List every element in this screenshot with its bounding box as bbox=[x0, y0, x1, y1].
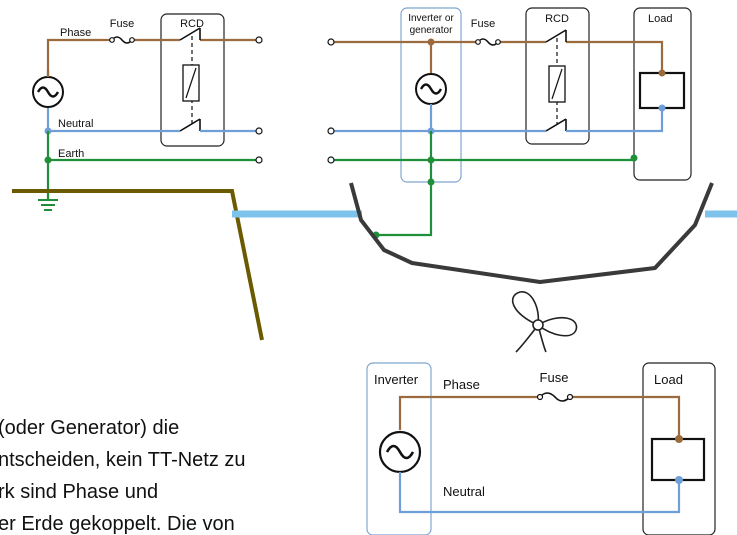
earth-bond-wire bbox=[376, 131, 433, 237]
fuse-label-right: Fuse bbox=[471, 18, 495, 30]
load-box-top bbox=[633, 7, 692, 181]
fuse-symbol-bottom bbox=[539, 392, 571, 402]
neutral-label-left: Neutral bbox=[58, 118, 93, 130]
body-text-line-3: rk sind Phase und bbox=[0, 481, 158, 503]
rcd-label-left: RCD bbox=[180, 18, 204, 30]
load-label-bottom: Load bbox=[654, 372, 683, 387]
rcd-contact-phase-right bbox=[545, 29, 567, 43]
shore-supply-diagram: RCD Fuse Phase Neutral Earth bbox=[12, 13, 264, 341]
load-symbol-bottom bbox=[650, 437, 706, 482]
boat-hull bbox=[349, 182, 714, 284]
fuse-symbol-left bbox=[111, 36, 133, 44]
earth-wire-right bbox=[334, 158, 636, 162]
inverter-label-bottom: Inverter bbox=[374, 372, 419, 387]
load-label-top: Load bbox=[648, 13, 672, 25]
inverter-label-top-1: Inverter or bbox=[408, 13, 454, 24]
rcd-contact-phase-left bbox=[179, 27, 201, 41]
phase-label-bottom: Phase bbox=[443, 377, 480, 392]
ground-symbol bbox=[38, 199, 58, 211]
rcd-label-right: RCD bbox=[545, 13, 569, 25]
inverter-label-top-2: generator bbox=[410, 25, 453, 36]
body-text-block: (oder Generator) die ntscheiden, kein TT… bbox=[0, 417, 246, 535]
neutral-wire-right-b bbox=[566, 108, 664, 133]
rcd-box-left bbox=[160, 13, 225, 147]
body-text-line-4: er Erde gekoppelt. Die von bbox=[0, 513, 235, 535]
fuse-label-left: Fuse bbox=[110, 18, 134, 30]
rcd-contact-neutral-left bbox=[179, 118, 201, 132]
earth-label-left: Earth bbox=[58, 148, 84, 160]
propeller-icon bbox=[511, 291, 578, 353]
phase-label-left: Phase bbox=[60, 27, 91, 39]
quay-ground bbox=[12, 189, 264, 341]
load-symbol-top bbox=[638, 71, 686, 110]
fuse-label-bottom: Fuse bbox=[540, 370, 569, 385]
boat-diagram: Inverter or generator RCD Load Fuse bbox=[232, 7, 737, 353]
inverter-box-bottom bbox=[366, 362, 432, 535]
rcd-box-right bbox=[525, 7, 590, 145]
neutral-label-bottom: Neutral bbox=[443, 484, 485, 499]
simplified-diagram: Inverter Load Phase Fuse Neutral bbox=[366, 362, 716, 535]
neutral-wire-bottom bbox=[398, 472, 681, 514]
phase-wire-right-c bbox=[566, 40, 664, 73]
body-text-line-2: ntscheiden, kein TT-Netz zu bbox=[0, 449, 246, 471]
phase-wire-bottom-b bbox=[570, 395, 681, 439]
rcd-contact-neutral-right bbox=[545, 118, 567, 132]
load-box-bottom bbox=[642, 362, 716, 535]
phase-wire-bottom-a bbox=[398, 395, 540, 430]
body-text-line-1: (oder Generator) die bbox=[0, 417, 179, 439]
fuse-symbol-right bbox=[477, 38, 499, 46]
